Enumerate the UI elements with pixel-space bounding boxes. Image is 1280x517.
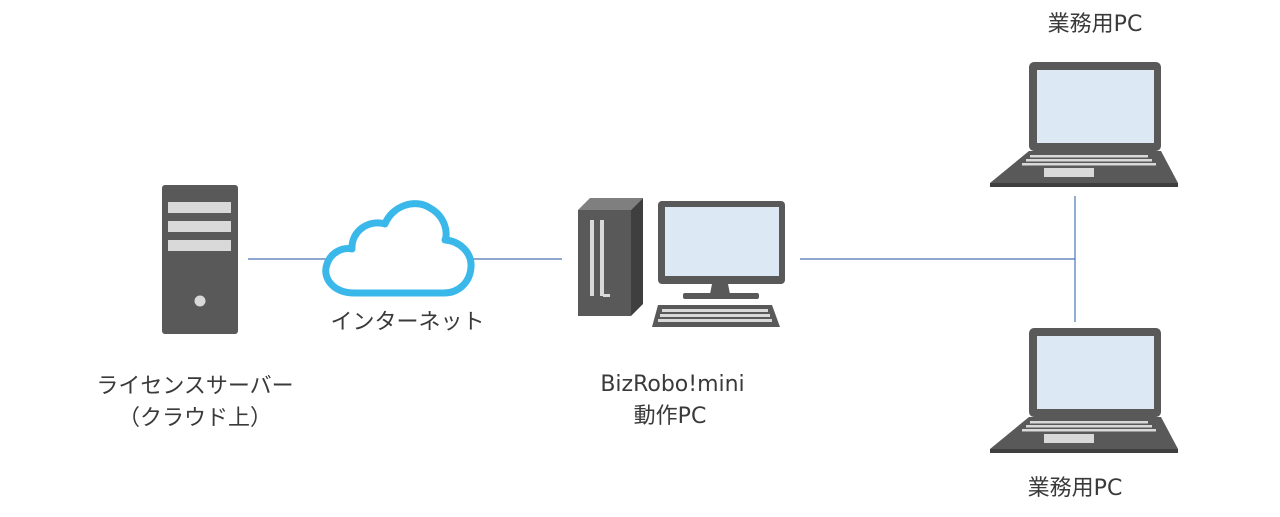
server-label-line2: （クラウド上） bbox=[117, 406, 272, 431]
server-label-line1: ライセンスサーバー bbox=[96, 374, 294, 399]
laptop-icon bbox=[990, 62, 1178, 187]
desktop-label-line1: BizRobo!mini bbox=[600, 372, 745, 397]
laptop-top-label: 業務用PC bbox=[1047, 12, 1143, 37]
server-tower-icon bbox=[162, 185, 238, 334]
desktop-label-line2: 動作PC bbox=[633, 404, 707, 429]
desktop-monitor bbox=[658, 201, 785, 299]
desktop-tower bbox=[578, 198, 643, 316]
desktop-pc-icon bbox=[578, 198, 785, 327]
desktop-keyboard bbox=[652, 305, 780, 327]
laptop-icon bbox=[990, 328, 1178, 453]
internet-label: インターネット bbox=[330, 310, 485, 335]
laptop-bottom-label: 業務用PC bbox=[1027, 476, 1123, 501]
cloud-icon bbox=[322, 200, 475, 297]
connectors bbox=[248, 196, 1076, 322]
